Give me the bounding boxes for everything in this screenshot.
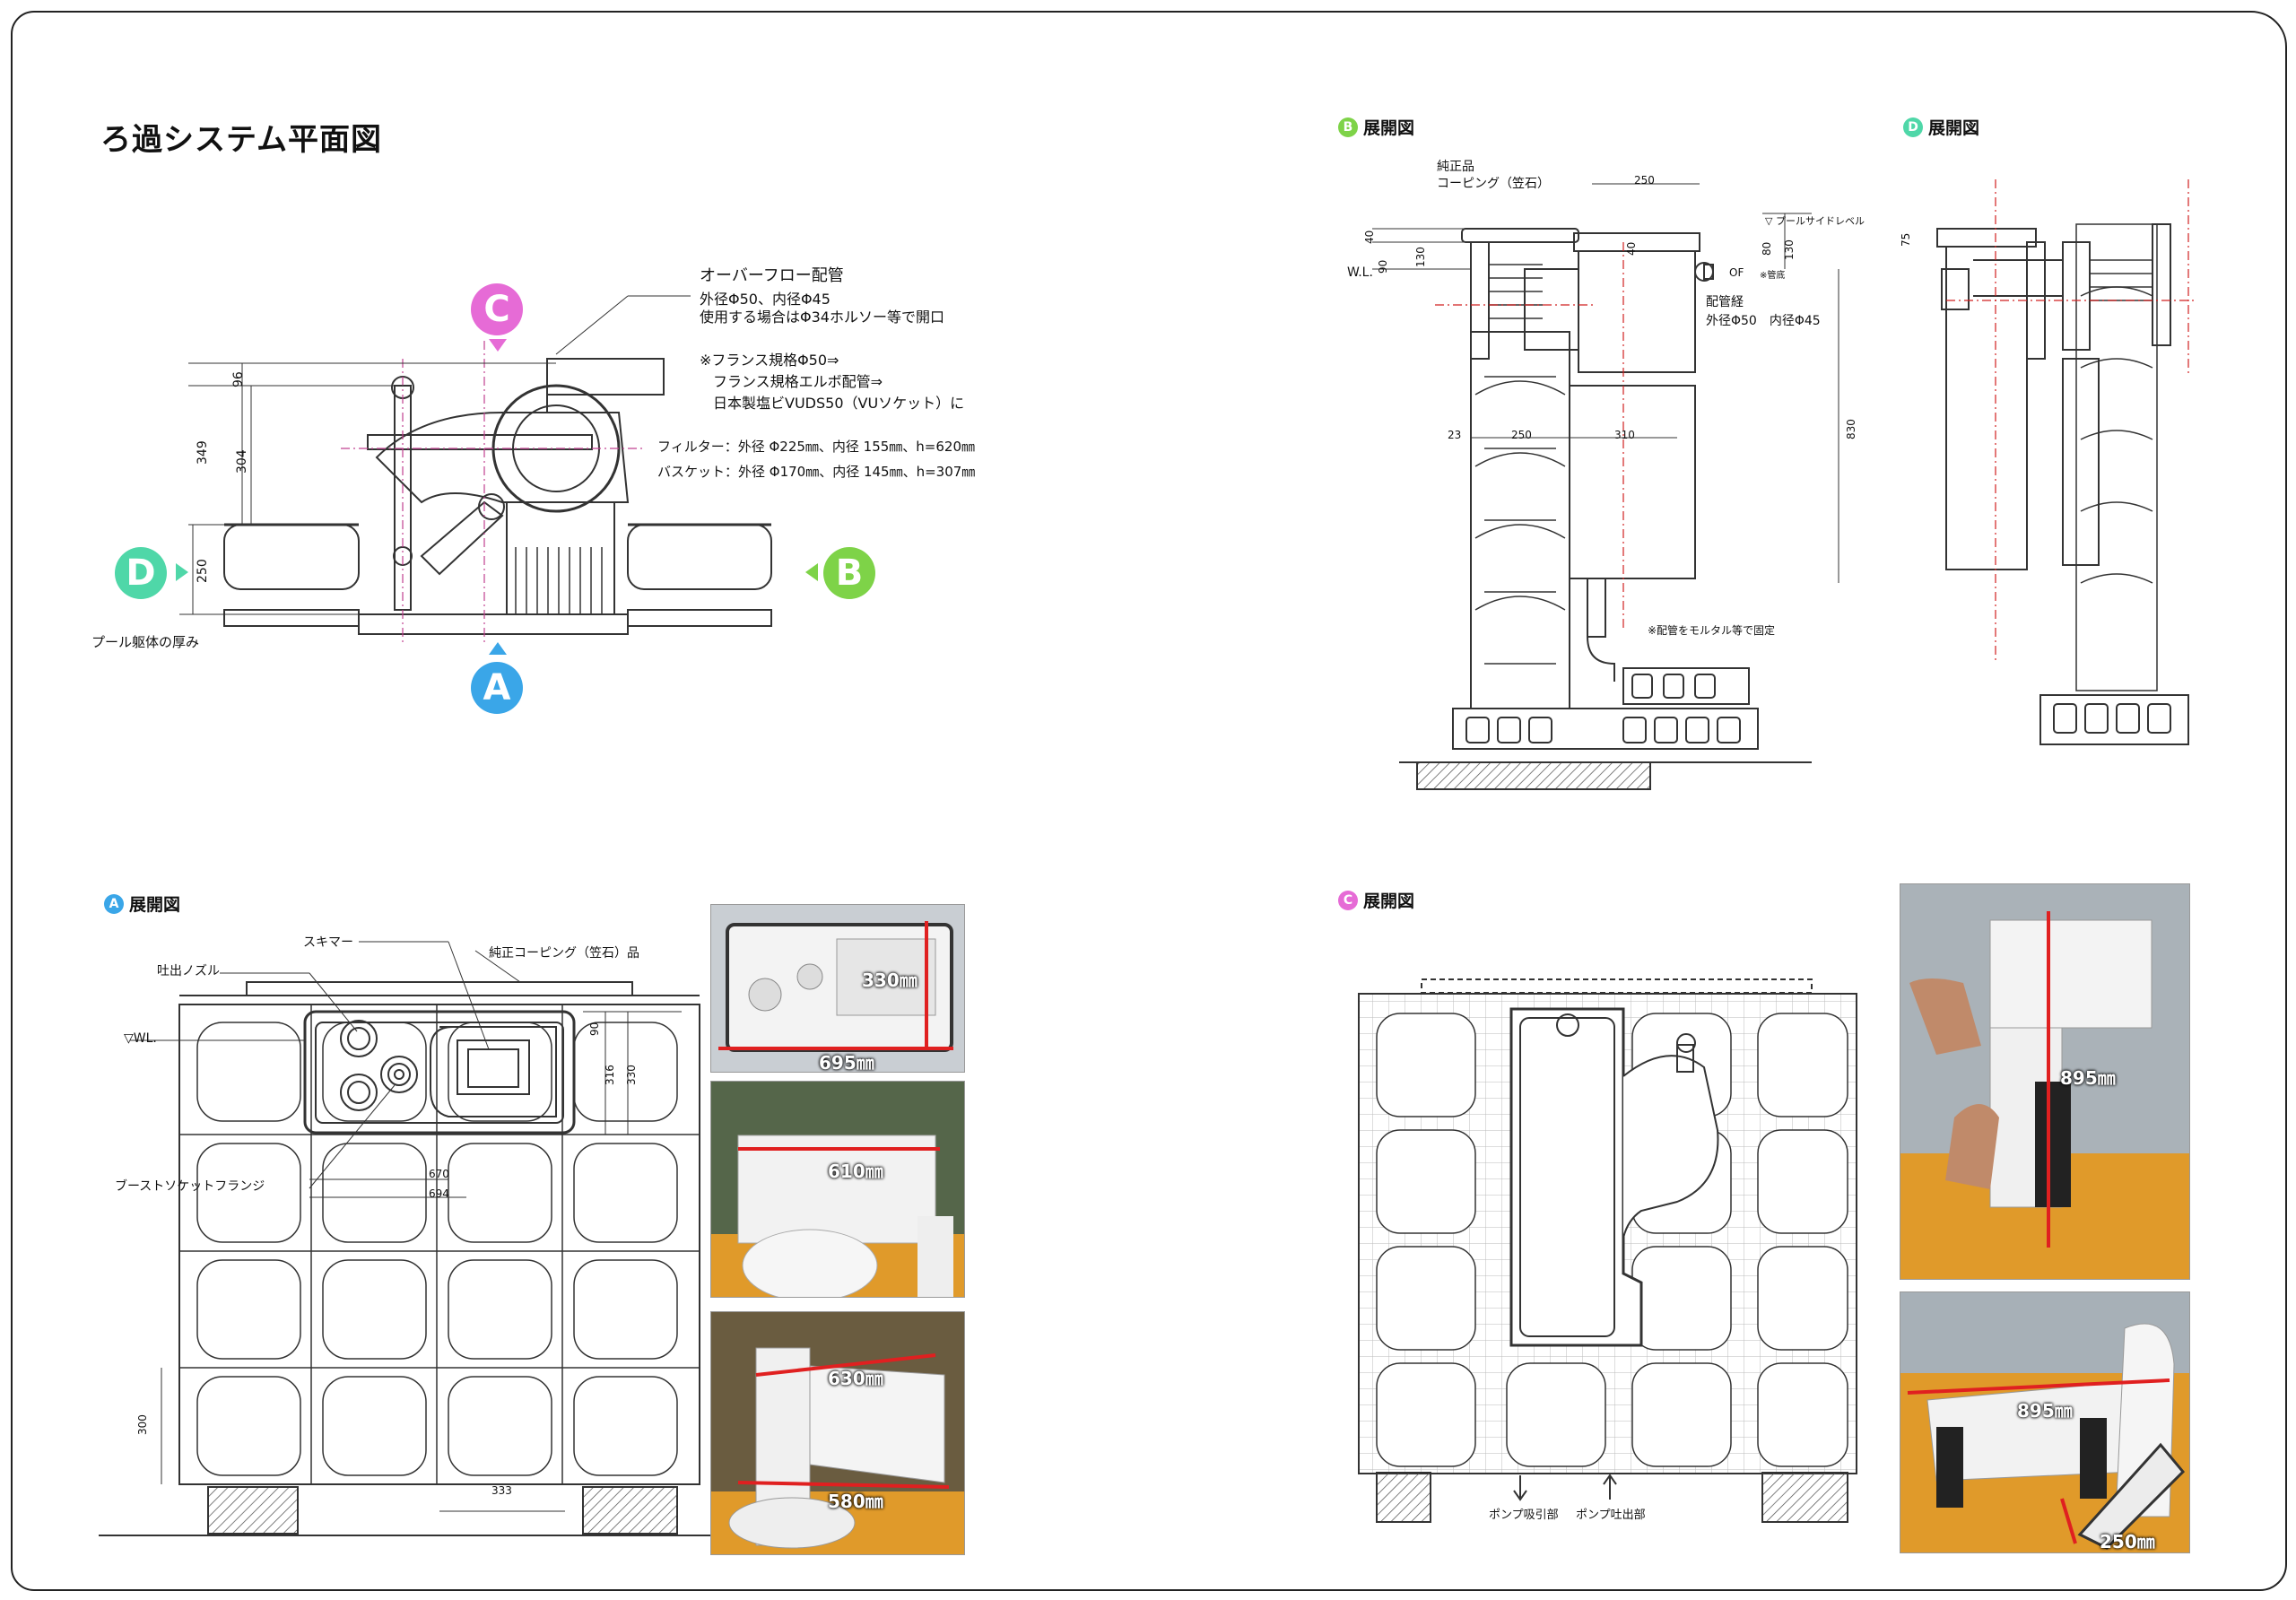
flange-line-2: フランス規格エルボ配管⇒ bbox=[713, 373, 883, 390]
flange-line-1: ※フランス規格Φ50⇒ bbox=[700, 352, 839, 369]
a-wl-label: ▽WL. bbox=[124, 1031, 157, 1046]
section-b-heading: B 展開図 bbox=[1338, 115, 1414, 139]
a-photo-3: 630㎜ 580㎜ bbox=[710, 1311, 965, 1555]
section-a-dot: A bbox=[104, 893, 124, 914]
section-a-heading: A 展開図 bbox=[104, 891, 180, 916]
b-dim-40: 40 bbox=[1363, 230, 1376, 244]
b-of: OF bbox=[1729, 266, 1744, 279]
a-photo-1-label-695: 695㎜ bbox=[819, 1052, 874, 1073]
a-photo-1-label-330: 330㎜ bbox=[862, 970, 918, 991]
overflow-title: オーバーフロー配管 bbox=[700, 266, 844, 285]
c-pump-in-label: ポンプ吸引部 bbox=[1489, 1509, 1559, 1522]
a-skimmer-label: スキマー bbox=[303, 935, 353, 950]
b-dim-310: 310 bbox=[1614, 429, 1635, 441]
section-b-title: 展開図 bbox=[1363, 118, 1415, 138]
b-dim-80: 80 bbox=[1761, 241, 1773, 256]
a-coping-label: 純正コーピング（笠石）品 bbox=[489, 946, 639, 961]
c-photo-2-label-250: 250㎜ bbox=[2100, 1531, 2155, 1552]
pool-thickness-label: プール躯体の厚み bbox=[91, 634, 200, 650]
section-d-heading: D 展開図 bbox=[1903, 115, 1979, 139]
dim-304: 304 bbox=[235, 449, 249, 474]
b-pipe-top: ※管底 bbox=[1760, 271, 1786, 281]
a-dim-694: 694 bbox=[429, 1187, 449, 1200]
view-marker-a: A bbox=[471, 662, 523, 714]
a-nozzle-label: 吐出ノズル bbox=[157, 964, 220, 978]
section-a-drawing bbox=[99, 981, 718, 1536]
overflow-line-1: 外径Φ50、内径Φ45 bbox=[700, 291, 831, 308]
page-title: ろ過システム平面図 bbox=[100, 122, 382, 158]
c-photo-1: 895㎜ bbox=[1900, 883, 2190, 1280]
section-c-dot: C bbox=[1338, 890, 1358, 910]
a-photo-1: 330㎜ 695㎜ bbox=[710, 904, 965, 1073]
b-coping-1: 純正品 bbox=[1437, 160, 1474, 174]
dim-96: 96 bbox=[231, 371, 246, 387]
a-dim-330: 330 bbox=[625, 1065, 638, 1085]
overflow-line-2: 使用する場合はΦ34ホルソー等で開口 bbox=[700, 309, 944, 326]
a-photo-3-label-580: 580㎜ bbox=[828, 1491, 883, 1512]
b-dim-90: 90 bbox=[1377, 259, 1389, 274]
a-photo-2: 610㎜ bbox=[710, 1081, 965, 1298]
a-photo-3-label-630: 630㎜ bbox=[828, 1368, 883, 1389]
c-pump-out-label: ポンプ吐出部 bbox=[1576, 1509, 1646, 1522]
view-marker-d: D bbox=[115, 547, 167, 599]
b-dim-250-top: 250 bbox=[1634, 174, 1655, 187]
d-dim-75: 75 bbox=[1900, 232, 1912, 247]
b-dim-250-mid: 250 bbox=[1511, 429, 1532, 441]
a-photo-2-label-610: 610㎜ bbox=[828, 1161, 883, 1182]
section-c-heading: C 展開図 bbox=[1338, 888, 1414, 912]
section-c-drawing bbox=[1358, 978, 1857, 1523]
b-wl: W.L. bbox=[1347, 265, 1373, 280]
b-dim-830: 830 bbox=[1845, 419, 1857, 439]
plan-drawing bbox=[223, 358, 772, 635]
sheet-frame bbox=[11, 11, 2287, 1591]
section-b-drawing bbox=[1399, 228, 1812, 790]
a-dim-670: 670 bbox=[429, 1168, 449, 1180]
dim-349: 349 bbox=[196, 440, 210, 465]
section-d-title: 展開図 bbox=[1928, 118, 1980, 138]
flange-line-3: 日本製塩ビVUDS50（VUソケット）に bbox=[713, 395, 965, 412]
view-marker-b: B bbox=[823, 547, 875, 599]
a-dim-300: 300 bbox=[136, 1414, 149, 1435]
b-dim-130: 130 bbox=[1414, 247, 1427, 267]
basket-spec: バスケット：外径 Φ170㎜、内径 145㎜、h=307㎜ bbox=[657, 464, 976, 480]
b-dim-23: 23 bbox=[1448, 429, 1462, 441]
c-photo-2-label-895: 895㎜ bbox=[2017, 1400, 2073, 1422]
b-poolside: ▽ プールサイドレベル bbox=[1765, 215, 1865, 227]
section-d-dot: D bbox=[1903, 117, 1923, 137]
section-a-title: 展開図 bbox=[129, 895, 181, 915]
view-marker-c: C bbox=[471, 283, 523, 335]
section-d-drawing bbox=[1936, 223, 2189, 745]
a-dim-316: 316 bbox=[604, 1065, 616, 1085]
b-dim-40b: 40 bbox=[1625, 241, 1638, 256]
a-dim-333: 333 bbox=[491, 1484, 512, 1497]
section-c-title: 展開図 bbox=[1363, 891, 1415, 911]
b-coping-2: コーピング（笠石） bbox=[1437, 177, 1550, 191]
a-flange-label: ブーストソケットフランジ bbox=[115, 1179, 265, 1194]
c-photo-1-label-895: 895㎜ bbox=[2060, 1067, 2116, 1089]
dim-250: 250 bbox=[196, 559, 210, 583]
section-b-dot: B bbox=[1338, 117, 1358, 137]
b-mortar: ※配管をモルタル等で固定 bbox=[1648, 624, 1776, 637]
filter-spec: フィルター：外径 Φ225㎜、内径 155㎜、h=620㎜ bbox=[657, 439, 976, 455]
b-dim-130b: 130 bbox=[1783, 239, 1796, 260]
b-pipe-line-1: 配管経 bbox=[1706, 295, 1744, 309]
c-photo-2: 895㎜ 250㎜ bbox=[1900, 1291, 2190, 1553]
a-dim-90: 90 bbox=[588, 1022, 601, 1036]
b-pipe-line-2: 外径Φ50 内径Φ45 bbox=[1706, 314, 1821, 328]
